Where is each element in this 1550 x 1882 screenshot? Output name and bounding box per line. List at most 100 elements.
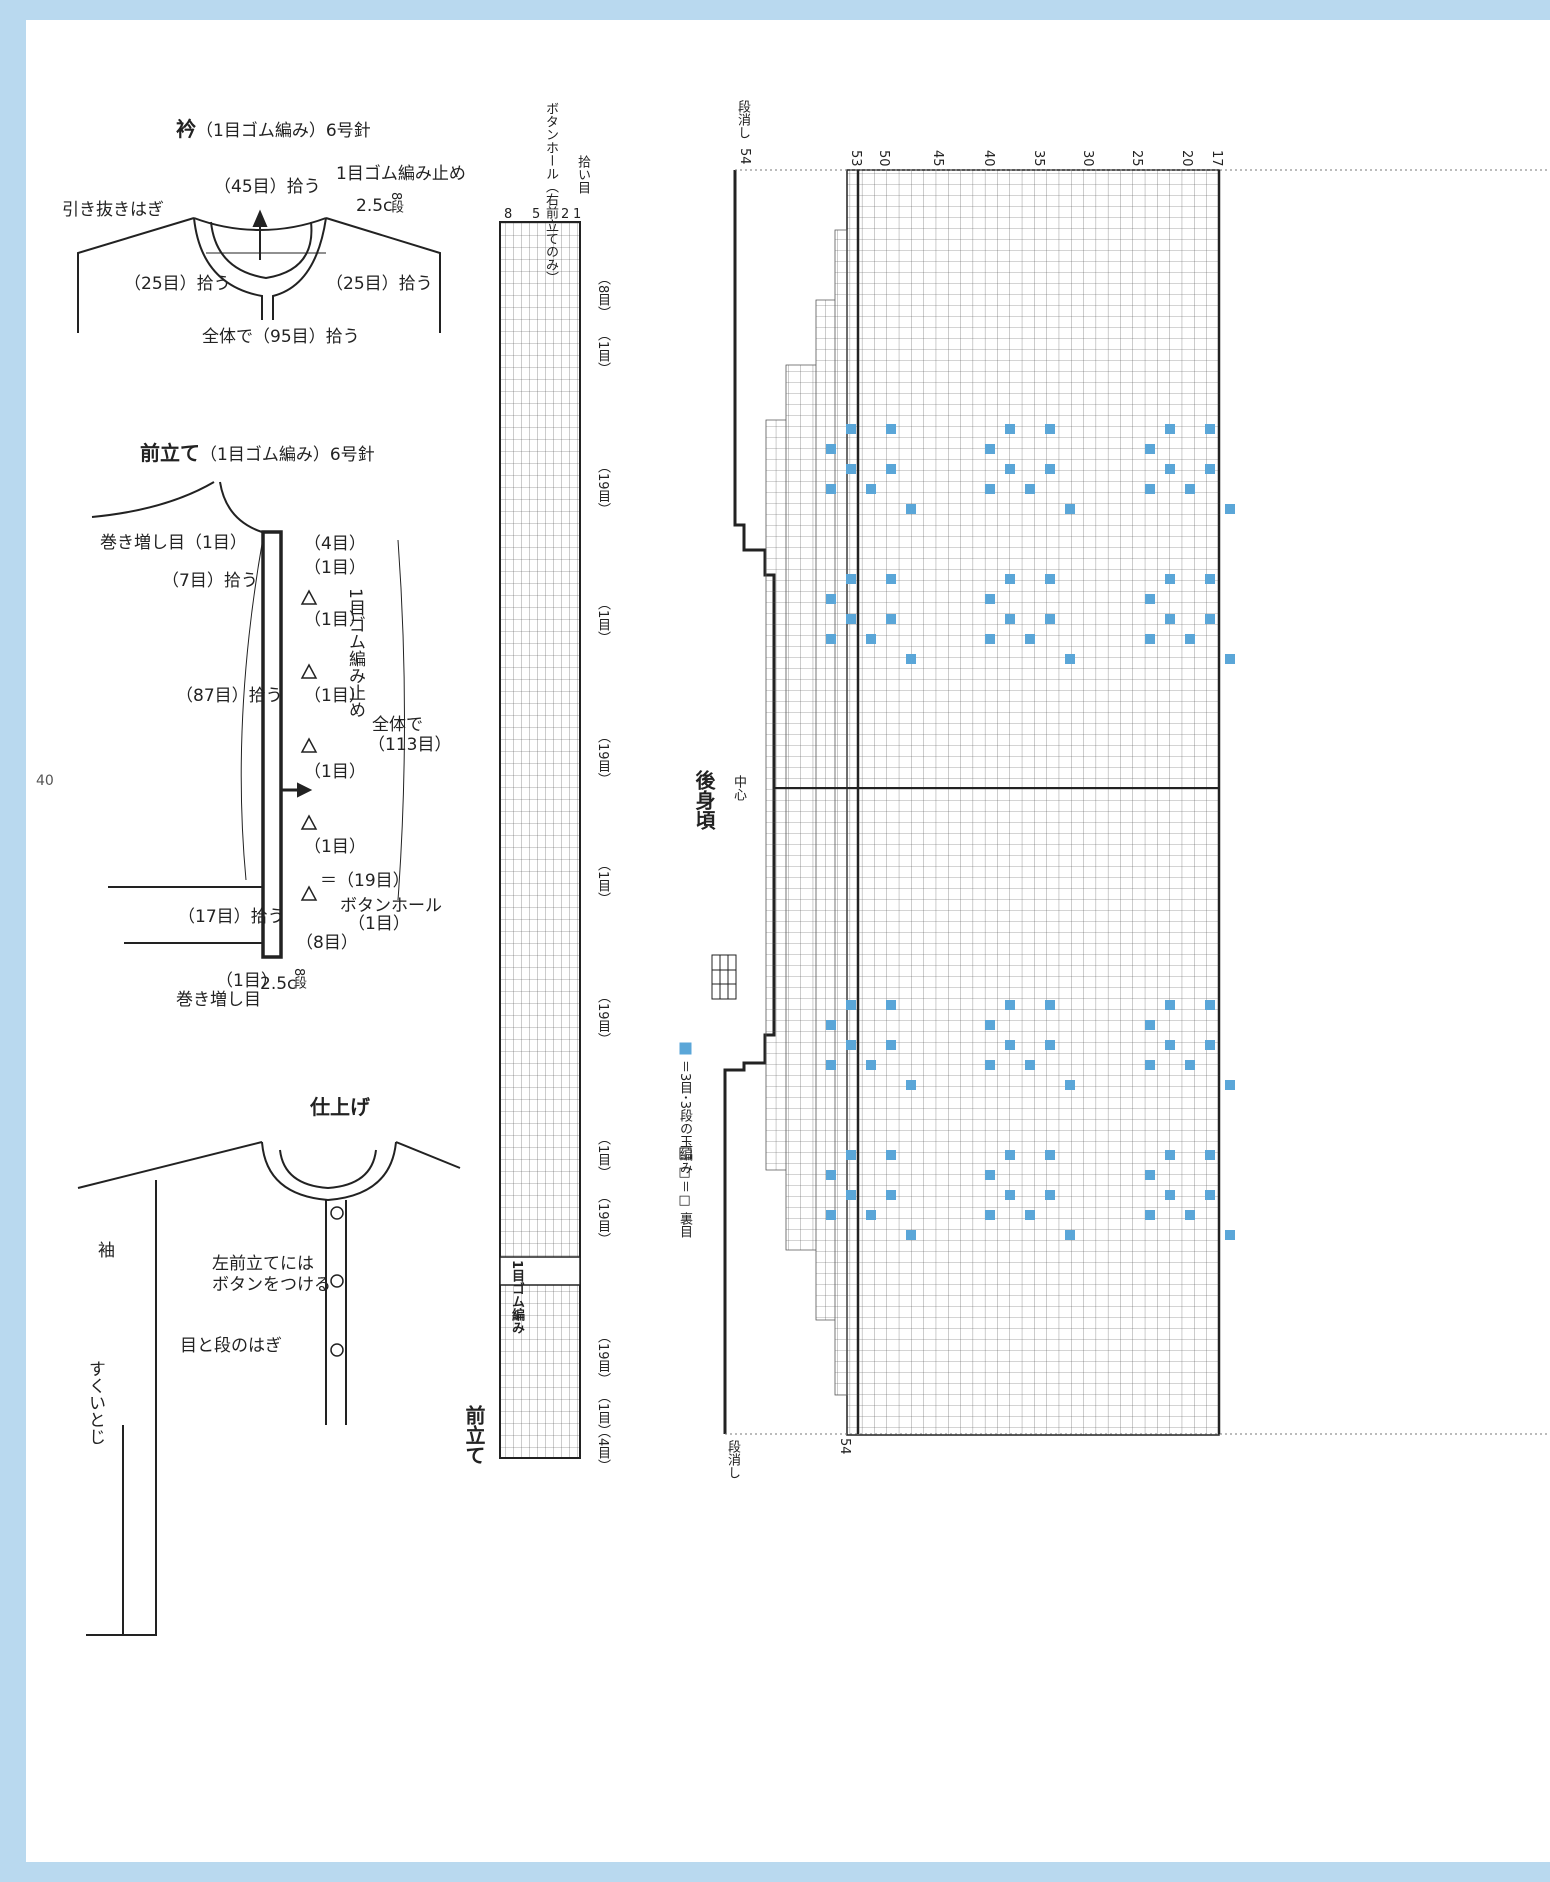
bobble-square xyxy=(1145,484,1155,494)
page-number: 40 xyxy=(36,773,54,789)
collar-title: 衿（1目ゴム編み）6号針 xyxy=(176,117,371,141)
bobble-square xyxy=(1145,594,1155,604)
placket-chart-label: 前立て xyxy=(462,1405,486,1465)
bobble-square xyxy=(846,574,856,584)
bobble-square xyxy=(1165,424,1175,434)
placket-count-4: （19目） xyxy=(595,730,610,786)
finishing-title: 仕上げ xyxy=(310,1095,370,1119)
bobble-square xyxy=(866,484,876,494)
pattern-page: 衿（1目ゴム編み）6号針 （45目）拾う 1目ゴム編み止め 引き抜きはぎ 2.5… xyxy=(26,20,1550,1862)
collar-right-pick: （25目）拾う xyxy=(326,274,433,294)
bobble-square xyxy=(1225,1230,1235,1240)
bobble-square xyxy=(1165,1040,1175,1050)
bobble-square xyxy=(1165,1150,1175,1160)
bobble-square xyxy=(1005,614,1015,624)
bobble-square xyxy=(906,1080,916,1090)
bobble-square xyxy=(985,634,995,644)
back-chart-title: 後身頃 xyxy=(692,770,716,830)
bobble-square xyxy=(1145,1170,1155,1180)
bobble-square xyxy=(1185,484,1195,494)
bobble-square xyxy=(1145,1060,1155,1070)
bobble-square xyxy=(886,614,896,624)
bobble-square xyxy=(1165,614,1175,624)
back-col-35: 35 xyxy=(1031,150,1046,167)
bobble-squares xyxy=(826,424,1235,1240)
placket-count-2: （19目） xyxy=(595,460,610,516)
bobble-square xyxy=(1145,1020,1155,1030)
bobble-square xyxy=(886,464,896,474)
back-col-bottom: 54 xyxy=(837,1438,852,1455)
placket-count-3: （1目） xyxy=(595,597,610,645)
bobble-square xyxy=(1145,634,1155,644)
bobble-square xyxy=(1065,504,1075,514)
bobble-square xyxy=(1165,574,1175,584)
placket-pick87: （87目）拾う xyxy=(176,686,283,706)
placket-col-5: 5 xyxy=(532,207,541,222)
bobble-square xyxy=(846,1040,856,1050)
bobble-square xyxy=(846,464,856,474)
placket-total: 全体で xyxy=(372,715,423,735)
bobble-square xyxy=(1025,634,1035,644)
bobble-square xyxy=(846,1150,856,1160)
bobble-square xyxy=(866,1210,876,1220)
bobble-square xyxy=(985,1060,995,1070)
placket-bind-off: 1目ゴム編み止め xyxy=(345,588,365,718)
bobble-square xyxy=(826,1060,836,1070)
placket-count-11: （4目） xyxy=(595,1425,610,1473)
placket-count-8: （8目） xyxy=(296,933,358,953)
bobble-square xyxy=(1205,1040,1215,1050)
bobble-square xyxy=(1025,1210,1035,1220)
placket-rib-label: 1目ゴム編み xyxy=(509,1260,524,1335)
bobble-square xyxy=(886,574,896,584)
finishing-seam-rows: 目と段のはぎ xyxy=(180,1336,282,1356)
bobble-square xyxy=(906,654,916,664)
placket-chart xyxy=(499,221,581,1459)
bobble-square xyxy=(985,484,995,494)
bobble-square xyxy=(1205,614,1215,624)
placket-total-count: （113目） xyxy=(368,735,452,755)
legend-bobble: ＝3目･3段の玉編み xyxy=(677,1060,692,1175)
placket-col-1: 1 xyxy=(573,207,582,222)
bobble-square xyxy=(906,1230,916,1240)
bobble-square xyxy=(1005,1190,1015,1200)
bobble-square xyxy=(1045,464,1055,474)
bobble-square xyxy=(1185,634,1195,644)
bobble-square xyxy=(906,504,916,514)
placket-count-1b: （1目） xyxy=(304,610,366,630)
bobble-square xyxy=(886,1040,896,1050)
back-chart-shaping-bottom: 段消し xyxy=(725,1440,740,1479)
placket-diagram xyxy=(91,481,405,959)
bobble-square xyxy=(1045,614,1055,624)
bobble-square xyxy=(1025,484,1035,494)
collar-width: 2.5c xyxy=(356,196,393,216)
back-col-45: 45 xyxy=(930,150,945,167)
back-chart-center: 中心 xyxy=(731,775,746,801)
placket-pickup-note: 拾い目 xyxy=(575,155,590,194)
bobble-square xyxy=(886,1190,896,1200)
collar-rows: 8段 xyxy=(388,192,403,214)
placket-count-10: （1目） xyxy=(595,1390,610,1438)
placket-triangles xyxy=(300,589,318,901)
bobble-square xyxy=(1045,1190,1055,1200)
placket-col-8: 8 xyxy=(504,207,513,222)
back-col-54: 54 xyxy=(737,148,752,165)
bobble-square xyxy=(1005,1000,1015,1010)
placket-eq19: ＝（19目） xyxy=(320,871,410,891)
back-col-20: 20 xyxy=(1179,150,1194,167)
bobble-square xyxy=(985,1170,995,1180)
bobble-square xyxy=(985,594,995,604)
placket-count-9: （19目） xyxy=(595,1330,610,1386)
placket-width: 2.5c xyxy=(260,974,297,994)
placket-pick7: （7目）拾う xyxy=(162,571,258,591)
collar-bind-off: 1目ゴム編み止め xyxy=(336,164,466,184)
back-col-50: 50 xyxy=(876,150,891,167)
bobble-square xyxy=(1045,574,1055,584)
back-chart-shaping-top: 段消し xyxy=(735,100,750,139)
bobble-square xyxy=(1225,654,1235,664)
placket-count-0: （8目） xyxy=(595,272,610,320)
collar-left-pick: （25目）拾う xyxy=(124,274,231,294)
back-col-40: 40 xyxy=(981,150,996,167)
bobble-square xyxy=(1005,574,1015,584)
back-col-25: 25 xyxy=(1129,150,1144,167)
bobble-square xyxy=(1065,654,1075,664)
